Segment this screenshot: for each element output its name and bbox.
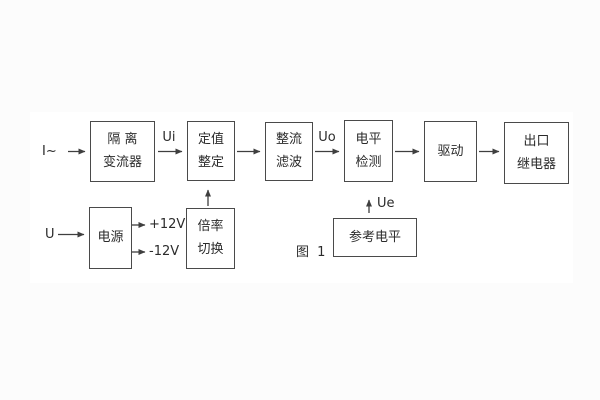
block-label-line: 电平 [355,131,382,147]
block-label-line: 滤波 [275,155,302,170]
block-label-line: 变流器 [102,155,142,170]
label-minus-12v: -12V [149,244,180,259]
label-uo: Uo [318,130,336,145]
label-input-current: I~ [42,144,57,159]
figure-caption: 图 1 [296,245,328,260]
block-label-line: 继电器 [516,156,556,172]
label-ue: Ue [377,196,395,211]
block-setting-adjust: 定值 整定 [187,121,235,181]
block-label-line: 驱动 [437,143,464,159]
block-label-line: 参考电平 [348,229,401,245]
block-isolation-transformer: 隔 离 变流器 [90,121,155,182]
block-power-supply: 电源 [89,207,132,269]
block-rectify-filter: 整流 滤波 [265,122,313,181]
block-reference-level: 参考电平 [333,218,417,257]
block-label-line: 整定 [197,154,224,170]
block-ratio-switch: 倍率 切换 [186,208,235,269]
block-output-relay: 出口 继电器 [504,122,569,184]
block-label-line: 定值 [197,131,224,147]
block-label-line: 隔 离 [107,132,138,147]
block-label-line: 整流 [275,132,302,147]
block-drive: 驱动 [424,121,477,182]
label-ui: Ui [162,130,176,145]
block-label-line: 出口 [523,133,550,149]
block-label-line: 倍率 [197,219,224,234]
block-label-line: 检测 [355,154,382,170]
block-label-line: 切换 [197,242,224,257]
label-input-voltage: U [45,227,55,242]
label-plus-12v: +12V [149,217,186,232]
block-label-line: 电源 [97,230,124,245]
block-level-detect: 电平 检测 [344,120,393,182]
